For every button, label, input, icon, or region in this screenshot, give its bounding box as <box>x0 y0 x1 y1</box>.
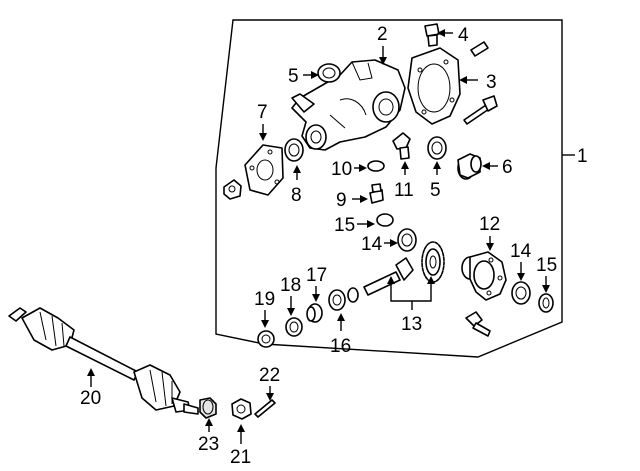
plug-gasket <box>367 160 385 172</box>
collapsible-spacer <box>306 303 323 323</box>
leader-3 <box>459 76 478 84</box>
leader-19 <box>261 310 269 328</box>
leader-17 <box>312 286 320 302</box>
pinion-washer <box>285 317 303 337</box>
assembly-boundary <box>215 19 563 358</box>
callout-16: 16 <box>330 336 351 357</box>
leader-5a <box>303 71 319 79</box>
leader-10 <box>354 164 367 172</box>
callout-20: 20 <box>80 388 101 409</box>
leader-18 <box>287 296 295 316</box>
axle-washer <box>199 397 217 419</box>
cotter-pin <box>254 399 276 418</box>
leader-15a <box>357 220 375 228</box>
seal-lower <box>427 136 447 160</box>
drain-plug <box>369 183 384 204</box>
leader-7 <box>259 124 267 141</box>
leader-6 <box>482 162 498 170</box>
leader-4 <box>437 29 453 37</box>
callout-13: 13 <box>401 314 422 335</box>
leader-9 <box>352 195 368 203</box>
callout-9: 9 <box>336 190 347 211</box>
callout-5b: 5 <box>430 180 441 201</box>
callout-22: 22 <box>259 365 280 386</box>
pinion-shim <box>376 213 394 227</box>
callout-7: 7 <box>257 102 268 123</box>
side-shim <box>538 293 554 313</box>
callout-1: 1 <box>577 146 588 167</box>
leader-21 <box>237 424 245 444</box>
leader-5b <box>433 161 441 175</box>
o-ring <box>347 287 359 303</box>
leader-8 <box>293 165 301 180</box>
leader-14a <box>384 239 398 247</box>
leader-14b <box>517 262 525 281</box>
callout-4: 4 <box>458 25 469 46</box>
bearing-outer-race <box>328 289 346 311</box>
leader-12 <box>486 236 494 251</box>
pinion-seal <box>284 138 304 162</box>
differential-rear-cover <box>407 47 461 125</box>
callout-13-bracket <box>390 284 432 302</box>
callout-18: 18 <box>280 275 301 296</box>
leader-23 <box>205 418 213 432</box>
callout-17: 17 <box>306 265 327 286</box>
leader-22 <box>266 386 274 401</box>
leader-20 <box>87 368 95 387</box>
axle-shaft-assembly <box>8 307 199 415</box>
carrier-bolt <box>392 132 411 160</box>
breather-cap <box>424 23 440 47</box>
leader-11 <box>401 161 409 175</box>
callout-15b: 15 <box>536 255 557 276</box>
callout-10: 10 <box>331 159 352 180</box>
callout-11: 11 <box>394 180 414 201</box>
hub-nut <box>231 398 252 420</box>
callout-6: 6 <box>502 157 513 178</box>
callout-2: 2 <box>377 24 388 45</box>
flange-nut <box>223 179 242 200</box>
side-flange <box>457 153 482 180</box>
seal-upper <box>317 63 341 83</box>
side-bearing <box>511 281 531 305</box>
callout-3: 3 <box>486 72 497 93</box>
callout-12: 12 <box>479 214 500 235</box>
differential-case <box>461 251 507 301</box>
drive-pinion <box>363 257 414 296</box>
callout-21: 21 <box>230 447 251 468</box>
callout-5a: 5 <box>288 66 299 87</box>
callout-23: 23 <box>198 434 219 455</box>
pinion-bearing <box>397 228 417 252</box>
ring-gear-bolt <box>465 311 491 337</box>
callout-14a: 14 <box>361 234 383 255</box>
cover-pin <box>470 41 489 57</box>
ring-gear <box>421 241 445 283</box>
leader-16 <box>337 313 345 331</box>
callout-14b: 14 <box>510 241 532 262</box>
callout-15a: 15 <box>334 215 355 236</box>
oil-seal <box>257 330 275 348</box>
cover-bolt <box>463 95 498 125</box>
callout-8: 8 <box>291 185 302 206</box>
callout-19: 19 <box>254 289 275 310</box>
leader-15b <box>542 276 550 293</box>
leader-2 <box>379 46 387 65</box>
companion-flange <box>244 144 284 196</box>
differential-carrier-housing <box>291 59 406 151</box>
